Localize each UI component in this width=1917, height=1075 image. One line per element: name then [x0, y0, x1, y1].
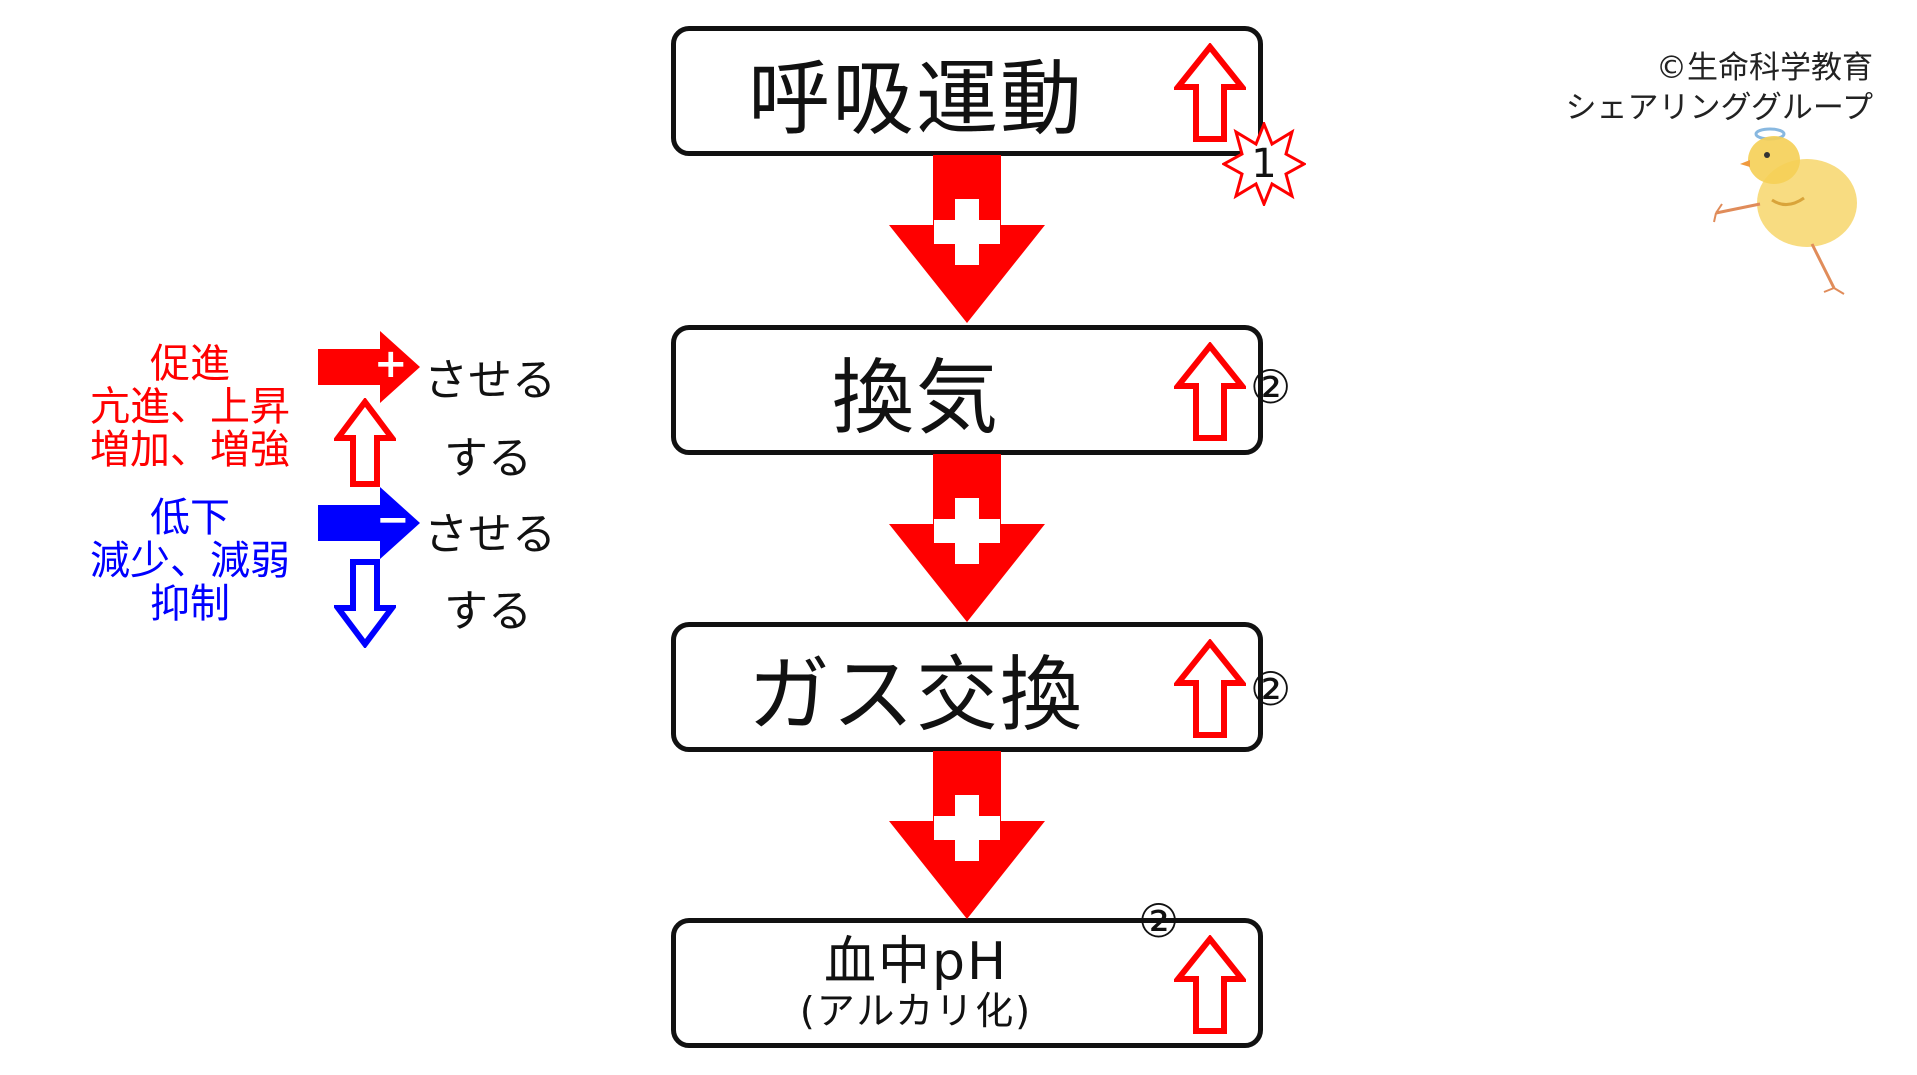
circled-badge-blood-ph: ② [1138, 894, 1180, 948]
legend-term: 低下 [150, 495, 230, 541]
legend-self-verb-increase: する [444, 433, 532, 484]
legend-term: 減少、減弱 [90, 538, 290, 584]
red-up-arrow-icon [334, 398, 396, 487]
starburst-icon [1222, 122, 1306, 206]
step-box-ventilation: 換気 [671, 325, 1263, 455]
up-arrow-icon [1174, 43, 1246, 142]
legend-cause-verb-increase: させる [424, 355, 556, 406]
starburst-badge: 1 [1222, 122, 1306, 206]
legend-term: 抑制 [150, 581, 230, 627]
credit-text: ©生命科学教育 シェアリンググループ [1565, 48, 1873, 128]
connector-arrow-3 [889, 751, 1045, 919]
red-arrow-plus-sign: + [374, 341, 408, 387]
legend-increase-terms: 促進 亢進、上昇 増加、増強 [70, 343, 310, 472]
connector-arrow-2 [889, 454, 1045, 622]
blood-ph-label: 血中pH [823, 932, 1009, 992]
credit-line-2: シェアリンググループ [1565, 90, 1873, 126]
connector-arrow-1 [889, 155, 1045, 323]
blue-arrow-minus-sign: − [376, 497, 410, 543]
credit-line-1: ©生命科学教育 [1656, 50, 1873, 86]
up-arrow-icon [1174, 342, 1246, 441]
circled-badge-gas-exchange: ② [1250, 662, 1292, 716]
red-right-arrow-icon [318, 331, 420, 403]
blood-ph-sublabel: (アルカリ化) [799, 989, 1033, 1033]
starburst-number: 1 [1251, 141, 1277, 187]
legend-term: 促進 [150, 341, 230, 387]
legend-term: 増加、増強 [90, 427, 290, 473]
up-arrow-icon [1174, 935, 1246, 1034]
step-label-gas-exchange: ガス交換 [747, 647, 1084, 743]
circled-badge-ventilation: ② [1250, 360, 1292, 414]
step-box-gas-exchange: ガス交換 [671, 622, 1263, 752]
chick-mascot-icon [1713, 127, 1857, 295]
step-label-breathing: 呼吸運動 [747, 51, 1084, 147]
step-label-ventilation: 換気 [831, 350, 1000, 446]
step-box-blood-ph: 血中pH (アルカリ化) [671, 918, 1263, 1048]
legend-term: 亢進、上昇 [90, 384, 290, 430]
blue-right-arrow-icon [318, 487, 420, 559]
up-arrow-icon [1174, 639, 1246, 738]
blue-down-arrow-icon [334, 559, 396, 648]
legend-self-verb-decrease: する [444, 586, 532, 637]
legend-decrease-terms: 低下 減少、減弱 抑制 [70, 497, 310, 626]
step-label-blood-ph: 血中pH (アルカリ化) [676, 923, 1156, 1043]
legend-cause-verb-decrease: させる [424, 509, 556, 560]
step-box-breathing: 呼吸運動 [671, 26, 1263, 156]
